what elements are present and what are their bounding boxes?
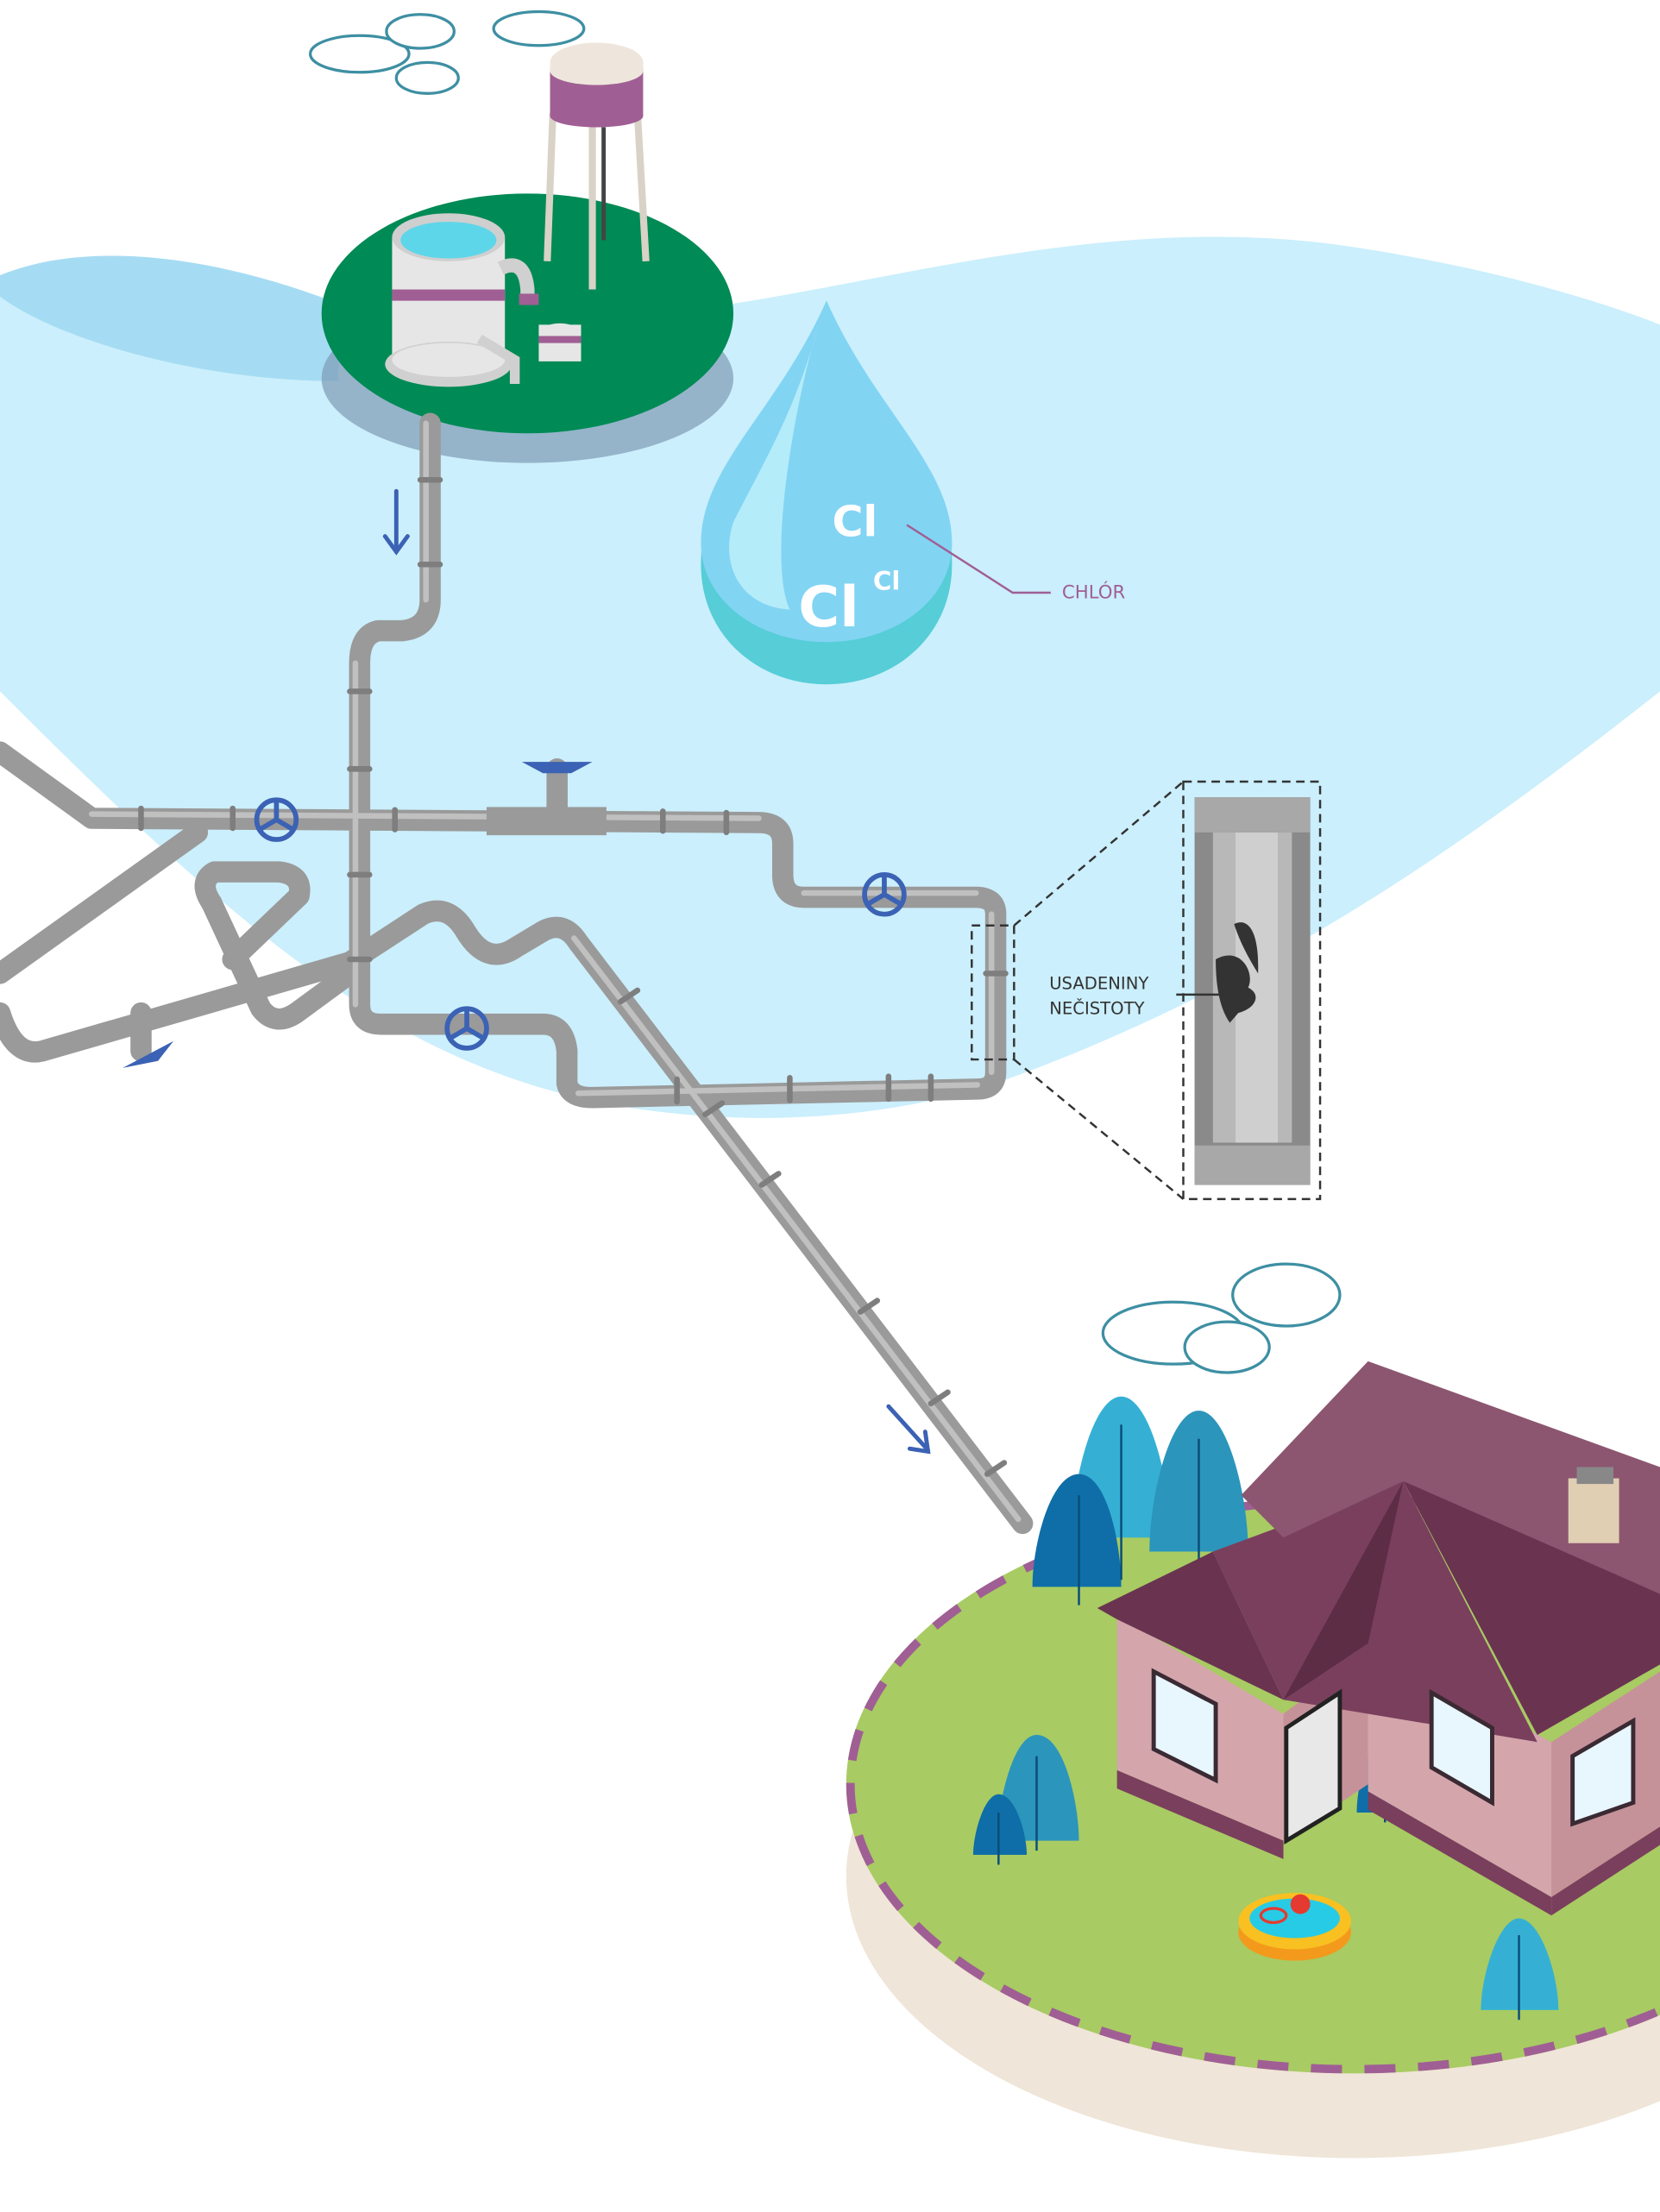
chimney <box>1568 1478 1619 1543</box>
front-door <box>1284 1688 1342 1845</box>
chlorine-drop: Cl Cl Cl CHLÓR <box>701 300 1126 685</box>
tree-icon <box>972 1794 1028 1856</box>
valves <box>123 762 907 1068</box>
valve-wheel-icon <box>254 797 299 842</box>
sediment-magnifier: USADENINY NEČISTOTY <box>971 780 1322 1201</box>
clouds-top <box>308 9 586 95</box>
chlorine-label: CHLÓR <box>1062 581 1126 604</box>
chlorine-callout-line <box>906 524 1051 594</box>
sediment-deposit <box>1216 922 1259 1023</box>
chlorine-symbol: Cl <box>798 575 858 640</box>
water-tower <box>544 42 650 290</box>
valve-wheel-icon <box>444 1006 489 1051</box>
valve-wheel-icon <box>862 872 907 917</box>
paddling-pool <box>1238 1893 1352 1961</box>
flow-arrows <box>382 488 931 1455</box>
valve-handle-icon <box>123 1040 174 1068</box>
central-valve-body <box>486 807 607 836</box>
chlorine-symbol: Cl <box>873 567 901 596</box>
arrow-down-right-icon <box>886 1404 931 1455</box>
clouds-house <box>1101 1262 1342 1374</box>
valve-handle-icon <box>521 762 593 774</box>
arrow-down-icon <box>382 488 410 556</box>
reservoir-tank <box>385 213 582 387</box>
sediment-label-line2: NEČISTOTY <box>1049 998 1145 1019</box>
sediment-label-line1: USADENINY <box>1049 973 1149 993</box>
treatment-plant-island <box>321 42 734 463</box>
tree-icon <box>1032 1474 1122 1587</box>
windows <box>1151 1668 1636 1827</box>
chlorine-symbol: Cl <box>832 497 877 547</box>
pipe-network <box>0 412 1034 1535</box>
house <box>1097 1361 1660 1916</box>
